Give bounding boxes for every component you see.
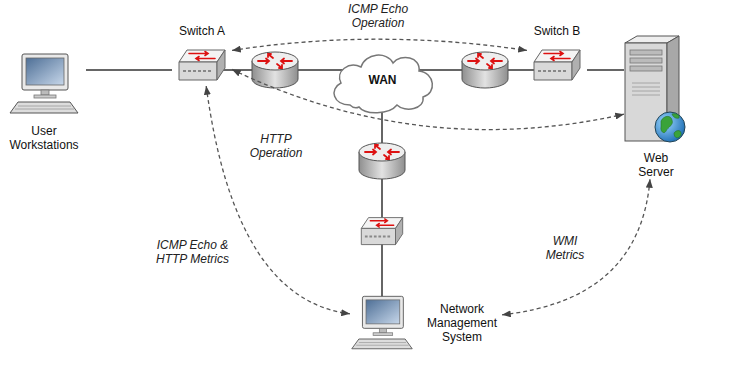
edge-label-box: HTTP Operation: [246, 132, 306, 160]
dashed-flow-arrow: [502, 179, 650, 315]
node-label: Web Server: [628, 151, 684, 179]
node-label: User Workstations: [2, 124, 86, 152]
icon-graphic: [8, 52, 80, 116]
network-wire: [381, 100, 383, 300]
network-wire: [587, 69, 624, 71]
node-icon: [624, 35, 688, 145]
dashed-flow-arrow: [232, 39, 527, 50]
node-label: Switch A: [172, 24, 232, 38]
edge-label-box: ICMP Echo Operation: [343, 2, 413, 30]
node-label: WAN: [369, 73, 397, 87]
nms-node: Network Management System: [350, 294, 502, 352]
icon-graphic: [350, 294, 414, 352]
edge-label-box: ICMP Echo & HTTP Metrics: [150, 238, 235, 266]
workstation-node: User Workstations: [2, 52, 86, 152]
router-icon: [252, 52, 298, 88]
edge-label-box: WMI Metrics: [540, 234, 590, 262]
icon-graphic: [624, 35, 688, 145]
node-label: Switch B: [527, 24, 587, 38]
node-icon: [350, 294, 414, 352]
node-icon: [531, 46, 583, 86]
router-icon: [359, 143, 405, 179]
icon-graphic: [176, 46, 228, 86]
network-wire: [86, 69, 172, 71]
edge-label: HTTP Operation: [246, 132, 306, 160]
switch-icon: [361, 218, 402, 245]
wan-cloud: WAN: [325, 45, 440, 115]
node-label: Network Management System: [422, 302, 502, 344]
edge-label: ICMP Echo & HTTP Metrics: [150, 238, 235, 266]
node-icon: [176, 46, 228, 86]
edge-label: ICMP Echo Operation: [343, 2, 413, 30]
icon-graphic: [531, 46, 583, 86]
switch-node: Switch A: [172, 24, 232, 86]
edge-label: WMI Metrics: [540, 234, 590, 262]
switch-node: Switch B: [527, 24, 587, 86]
router-icon: [462, 52, 508, 88]
node-icon: [8, 52, 80, 116]
server-node: Web Server: [624, 35, 688, 179]
dashed-flow-arrow: [206, 86, 350, 314]
